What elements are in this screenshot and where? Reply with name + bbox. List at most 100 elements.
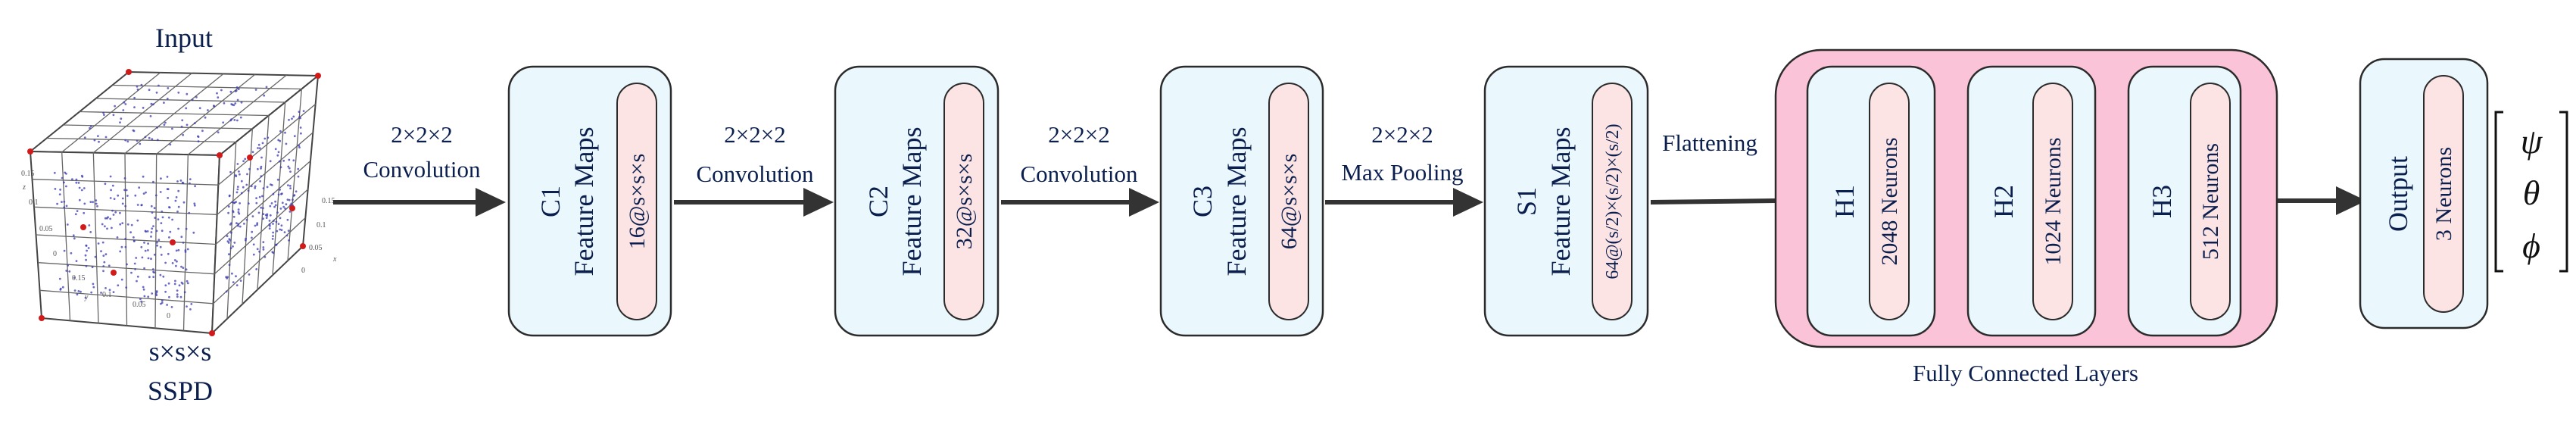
point-cloud-dot <box>189 178 192 181</box>
point-cloud-dot <box>168 295 170 298</box>
point-cloud-dot <box>239 116 242 119</box>
point-cloud-dot <box>171 127 173 130</box>
point-cloud-dot <box>150 236 152 238</box>
point-cloud-dot <box>257 167 259 170</box>
point-cloud-dot <box>164 284 167 287</box>
point-cloud-dot <box>269 205 272 208</box>
point-cloud-dot <box>123 101 126 104</box>
point-cloud-dot <box>109 217 112 220</box>
point-cloud-dot <box>175 264 177 267</box>
point-cloud-dot <box>260 156 263 159</box>
corner-marker <box>170 239 176 245</box>
point-cloud-dot <box>102 265 105 267</box>
point-cloud-dot <box>136 279 138 283</box>
point-cloud-dot <box>232 245 234 248</box>
point-cloud-dot <box>167 282 170 285</box>
point-cloud-dot <box>277 223 280 225</box>
point-cloud-dot <box>145 191 147 194</box>
point-cloud-dot <box>142 107 145 109</box>
point-cloud-dot <box>261 142 264 145</box>
point-cloud-dot <box>147 257 150 260</box>
point-cloud-dot <box>61 176 64 180</box>
point-cloud-dot <box>262 207 264 210</box>
point-cloud-dot <box>185 268 188 271</box>
point-cloud-dot <box>123 189 126 192</box>
axis-tick-label: 0 <box>53 250 57 258</box>
point-cloud-dot <box>161 299 164 302</box>
point-cloud-dot <box>255 197 257 199</box>
point-cloud-dot <box>285 142 288 145</box>
point-cloud-dot <box>126 223 129 226</box>
point-cloud-dot <box>176 295 179 298</box>
point-cloud-dot <box>150 205 153 208</box>
point-cloud-dot <box>143 242 145 244</box>
fc-size-pill <box>1869 83 1910 320</box>
point-cloud-dot <box>264 255 267 258</box>
point-cloud-dot <box>197 140 200 143</box>
point-cloud-dot <box>259 180 261 183</box>
point-cloud-dot <box>133 262 136 265</box>
point-cloud-dot <box>186 248 189 251</box>
cube-corner-markers <box>27 69 321 336</box>
fc-layer-name: H3 <box>2147 185 2177 218</box>
point-cloud-dot <box>298 145 301 147</box>
point-cloud-dot <box>76 293 79 296</box>
op-label-1-kernel: 2×2×2 <box>391 121 452 148</box>
point-cloud-dot <box>239 202 241 205</box>
point-cloud-dot <box>275 243 278 246</box>
point-cloud-dot <box>232 281 235 283</box>
point-cloud-dot <box>217 96 220 99</box>
point-cloud-dot <box>270 183 272 186</box>
fc-layer-h2: H2 1024 Neurons <box>1966 65 2097 337</box>
point-cloud-dot <box>251 230 254 233</box>
point-cloud-dot <box>163 101 165 105</box>
point-cloud-dot <box>290 202 293 205</box>
point-cloud-dot <box>240 101 243 104</box>
point-cloud-dot <box>150 231 153 233</box>
point-cloud-dot <box>103 261 106 264</box>
point-cloud-dot <box>53 171 56 174</box>
point-cloud-dot <box>125 189 128 192</box>
point-cloud-dot <box>272 231 274 234</box>
point-cloud-dot <box>136 219 139 222</box>
point-cloud-dot <box>121 197 124 200</box>
fc-layer-size: 512 Neurons <box>2198 143 2223 260</box>
point-cloud-dot <box>227 205 230 208</box>
point-cloud-dot <box>121 202 124 205</box>
point-cloud-dot <box>235 222 238 225</box>
point-cloud-dot <box>262 248 265 251</box>
point-cloud-dot <box>257 143 260 146</box>
point-cloud-dot <box>77 290 80 292</box>
point-cloud-dot <box>152 276 155 278</box>
point-cloud-dot <box>101 223 104 226</box>
point-cloud-dot <box>85 244 88 247</box>
point-cloud-dot <box>56 202 58 205</box>
corner-marker <box>27 148 33 155</box>
point-cloud-dot <box>135 257 138 259</box>
point-cloud-dot <box>273 220 275 222</box>
point-cloud-dot <box>169 230 172 233</box>
point-cloud-dot <box>288 118 290 121</box>
point-cloud-dot <box>279 166 282 169</box>
point-cloud-dot <box>247 189 250 192</box>
point-cloud-dot <box>228 238 231 240</box>
point-cloud-dot <box>171 262 174 264</box>
point-cloud-dot <box>237 88 240 90</box>
point-cloud-dot <box>143 295 146 298</box>
point-cloud-dot <box>150 258 152 261</box>
point-cloud-dot <box>100 250 102 253</box>
point-cloud-dot <box>298 111 301 114</box>
point-cloud-dot <box>103 114 105 117</box>
point-cloud-dot <box>229 223 232 226</box>
point-cloud-dot <box>106 217 108 220</box>
op-label-4-kernel: 2×2×2 <box>1371 121 1433 148</box>
point-cloud-dot <box>89 231 92 233</box>
point-cloud-dot <box>189 182 191 185</box>
point-cloud-dot <box>242 160 245 163</box>
point-cloud-dot <box>243 223 245 225</box>
point-cloud-dot <box>77 182 80 184</box>
point-cloud-dot <box>257 211 260 214</box>
point-cloud-dot <box>225 276 227 279</box>
point-cloud-dot <box>183 291 186 294</box>
